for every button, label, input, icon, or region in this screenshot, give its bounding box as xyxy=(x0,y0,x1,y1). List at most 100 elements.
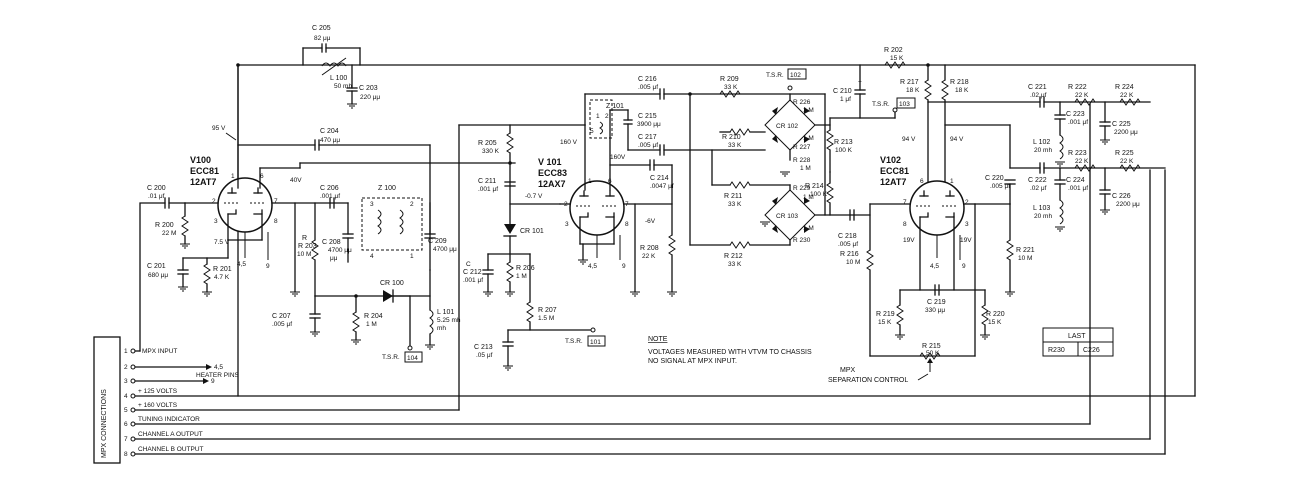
voltage-m6v: -6V xyxy=(645,218,656,225)
mpx-rows: 1 2 3 4 5 6 7 8 MPX INPUT 4,5 HEATER PIN… xyxy=(124,348,1196,458)
r203-ref: R 203 xyxy=(298,243,317,250)
voltage-7v5: 7.5 V xyxy=(214,239,230,246)
c207-val: .005 μf xyxy=(272,321,292,328)
filter-a: R 222 22 K R 224 22 K C 223 .001 μf L 10… xyxy=(1033,84,1141,167)
c212-val: .001 μf xyxy=(463,277,483,284)
c221-val: .02 μf xyxy=(1030,92,1047,99)
r213-val: 100 K xyxy=(835,147,853,154)
v102-plate-loads: R 202 15 K R 217 18 K R 218 18 K 94 V 94… xyxy=(884,47,969,191)
mpx-row-2-num: 2 xyxy=(124,364,128,371)
c213-ref: C 213 xyxy=(474,344,493,351)
v100-pin9: 9 xyxy=(266,263,270,270)
v101-input: R 205 330 K C 211 .001 μf CR 101 -0.7 V … xyxy=(458,124,606,371)
r214-val: 100 K xyxy=(810,191,828,198)
svg-text:2: 2 xyxy=(965,199,969,206)
svg-text:3: 3 xyxy=(214,218,218,225)
r221-val: 10 M xyxy=(1018,255,1032,262)
tsr104-num: 104 xyxy=(407,355,418,362)
svg-text:5: 5 xyxy=(590,128,594,135)
r200-ref: R 200 xyxy=(155,222,174,229)
r219-val: 15 K xyxy=(878,319,892,326)
mpx-row-7-label: CHANNEL A OUTPUT xyxy=(138,431,203,438)
v101-ref: V 101 xyxy=(538,157,562,167)
c212-ref: C 212 xyxy=(463,269,482,276)
r208-val: 22 K xyxy=(642,253,656,260)
c222-val: .02 μf xyxy=(1030,185,1047,192)
c209-ref: C 209 xyxy=(428,238,447,245)
r215-val: 50 K xyxy=(926,350,940,357)
svg-text:2: 2 xyxy=(605,113,609,120)
v102-grid-cathode: C 218 .005 μf R 216 10 M R 219 15 K C 21… xyxy=(828,203,1005,384)
v102-ref: V102 xyxy=(880,155,901,165)
v102-type1: ECC81 xyxy=(880,166,909,176)
svg-text:8: 8 xyxy=(625,221,629,228)
svg-text:4: 4 xyxy=(370,253,374,260)
r217-val: 18 K xyxy=(906,87,920,94)
r223-val: 22 K xyxy=(1075,158,1089,165)
mpx-row-4-num: 4 xyxy=(124,393,128,400)
r230-val: 1 M xyxy=(803,225,814,232)
svg-text:3: 3 xyxy=(370,201,374,208)
tsr101-label: T.S.R. xyxy=(565,338,583,345)
svg-text:7: 7 xyxy=(274,198,278,205)
mpx-row-8-num: 8 xyxy=(124,451,128,458)
c203-ref: C 203 xyxy=(359,85,378,92)
c211-val: .001 μf xyxy=(478,186,498,193)
c220-ref: C 220 xyxy=(985,175,1004,182)
r230-ref: R 230 xyxy=(793,237,811,244)
r214-ref: R 214 xyxy=(805,183,824,190)
mpx-row-3-num: 3 xyxy=(124,378,128,385)
svg-text:6: 6 xyxy=(260,173,264,180)
c221-ref: C 221 xyxy=(1028,84,1047,91)
c204-ref: C 204 xyxy=(320,128,339,135)
detector-network: CR 100 C 207 .005 μf R 204 1 M T.S.R. 10… xyxy=(272,269,461,363)
r216-ref: R 216 xyxy=(840,251,859,258)
c225-val: 2200 μμ xyxy=(1114,129,1138,136)
top-rail xyxy=(236,63,1196,67)
v102-pin45: 4,5 xyxy=(930,263,939,270)
c214-val: .0047 μf xyxy=(650,183,674,190)
r220-val: 15 K xyxy=(988,319,1002,326)
c200-ref: C 200 xyxy=(147,185,166,192)
voltage-m07v: -0.7 V xyxy=(525,193,543,200)
c215-ref: C 215 xyxy=(638,113,657,120)
r209-ref: R 209 xyxy=(720,76,739,83)
c208-val: 4700 μμ xyxy=(328,247,352,254)
c201-val: 680 μμ xyxy=(148,272,168,279)
mpx-row-4-label: + 125 VOLTS xyxy=(138,388,178,395)
svg-text:8: 8 xyxy=(903,221,907,228)
r203-label: R xyxy=(302,235,307,242)
voltage-94v-a: 94 V xyxy=(902,136,916,143)
bridge-cr102: CR 102 R 226 1 M 1 M R 227 R 228 1 M xyxy=(764,93,831,216)
v100-pin45: 4,5 xyxy=(237,261,246,268)
c219-ref: C 219 xyxy=(927,299,946,306)
r229-ref: R 229 xyxy=(793,185,811,192)
note-block: NOTE VOLTAGES MEASURED WITH VTVM TO CHAS… xyxy=(648,336,812,365)
svg-text:1: 1 xyxy=(410,253,414,260)
r227-val: 1 M xyxy=(803,135,814,142)
input-network: C 200 .01 μf R 200 22 M C 201 680 μμ R 2… xyxy=(147,185,301,297)
r222-ref: R 222 xyxy=(1068,84,1087,91)
c210-val: 1 μf xyxy=(840,96,851,103)
c210-plus: + xyxy=(858,79,862,86)
r209-val: 33 K xyxy=(724,84,738,91)
mpx-row-5-label: + 160 VOLTS xyxy=(138,402,178,409)
tube-v100: V100 ECC81 12AT7 1 6 2 7 3 8 40V 4,5 9 7… xyxy=(184,64,516,270)
c209-val: 4700 μμ xyxy=(433,246,457,253)
voltage-160v-b: 160V xyxy=(610,154,626,161)
c205-ref: C 205 xyxy=(312,25,331,32)
note-title: NOTE xyxy=(648,336,668,343)
discriminator-network: C 206 .001 μf C 208 4700 μμ μμ R R 203 1… xyxy=(297,185,457,297)
r224-ref: R 224 xyxy=(1115,84,1134,91)
c203-val: 220 μμ xyxy=(360,94,380,101)
z100-ref: Z 100 xyxy=(378,185,396,192)
r225-val: 22 K xyxy=(1120,158,1134,165)
c218-ref: C 218 xyxy=(838,233,857,240)
r212-val: 33 K xyxy=(728,261,742,268)
svg-text:1: 1 xyxy=(950,178,954,185)
c201-ref: C 201 xyxy=(147,263,166,270)
tsr103-num: 103 xyxy=(899,101,910,108)
c211-ref: C 211 xyxy=(478,178,496,185)
r211-val: 33 K xyxy=(728,201,742,208)
c208-val2: μμ xyxy=(330,255,338,262)
